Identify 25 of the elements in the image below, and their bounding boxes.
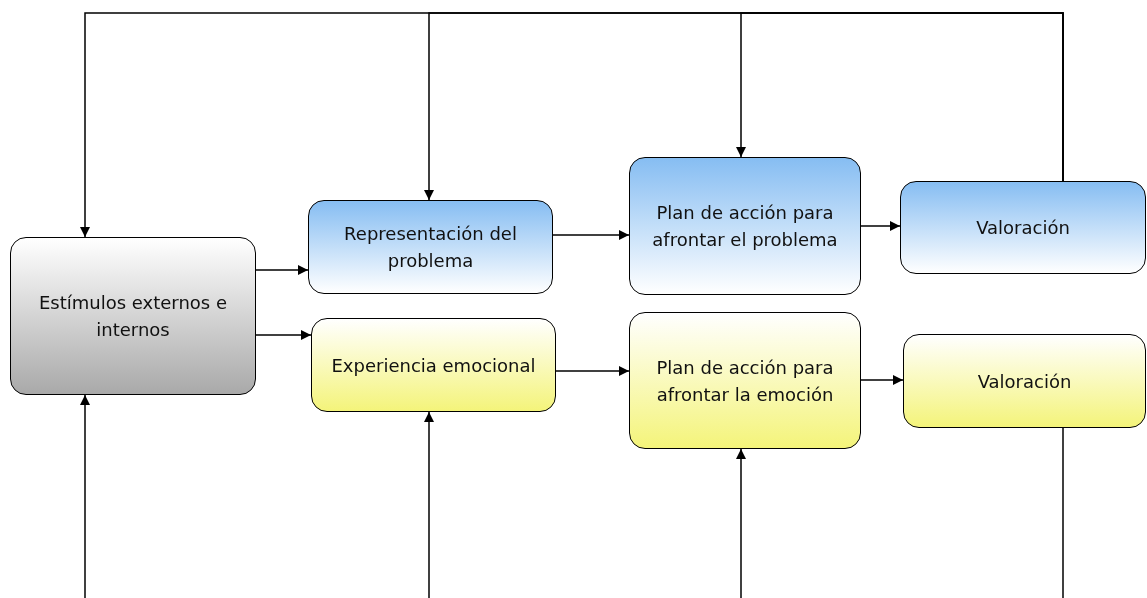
box-label: Experiencia emocional	[331, 353, 536, 378]
arrow	[736, 448, 746, 598]
arrow	[80, 394, 90, 598]
box-label: Plan de acción para afrontar el problema	[651, 201, 839, 252]
stimulus-box	[10, 237, 256, 395]
arrow	[424, 411, 434, 598]
process-box	[311, 318, 556, 412]
process-box	[308, 200, 553, 294]
arrow	[860, 375, 904, 385]
box-label: Estímulos externos e internos	[37, 291, 229, 342]
arrow	[255, 265, 309, 275]
arrow	[255, 330, 312, 340]
process-box	[629, 157, 861, 295]
box-label: Plan de acción para afrontar la emoción	[655, 355, 835, 407]
arrow	[555, 366, 630, 376]
process-box	[629, 312, 861, 449]
evaluation-box	[900, 181, 1146, 274]
arrow	[552, 230, 630, 240]
box-label: Valoración	[976, 216, 1070, 240]
box-label: Valoración	[977, 369, 1072, 394]
arrow	[736, 12, 1064, 182]
connector-line	[1062, 427, 1064, 598]
arrow	[860, 221, 901, 231]
box-label: Representación del problema	[343, 222, 518, 273]
evaluation-box	[903, 334, 1146, 428]
